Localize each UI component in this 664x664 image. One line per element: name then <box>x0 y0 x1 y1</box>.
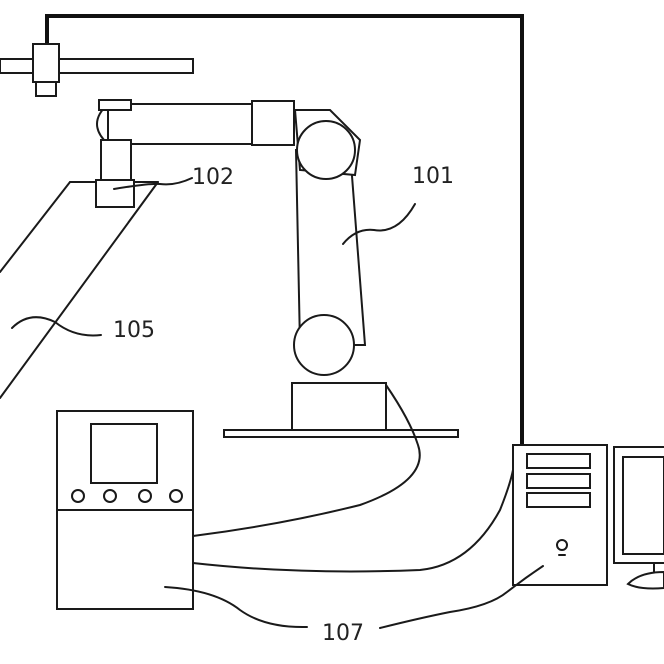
robot-base <box>223 382 459 438</box>
workpiece-rail <box>0 181 159 399</box>
robot-arm <box>96 99 367 376</box>
end-effector <box>95 179 135 208</box>
control-knob-2 <box>103 489 117 503</box>
label-105: 105 <box>113 318 155 343</box>
power-button-icon <box>556 539 568 551</box>
computer-monitor <box>613 446 664 590</box>
overhead-camera <box>0 43 194 97</box>
label-101: 101 <box>412 164 454 189</box>
computer-tower <box>512 444 608 586</box>
robot-controller <box>56 410 194 610</box>
control-knob-1 <box>71 489 85 503</box>
label-102: 102 <box>192 165 234 190</box>
leader-lines <box>11 177 544 629</box>
control-knob-3 <box>138 489 152 503</box>
connection-cables <box>192 384 514 573</box>
control-knob-4 <box>169 489 183 503</box>
overhead-cable <box>45 14 524 447</box>
label-107: 107 <box>322 621 364 646</box>
